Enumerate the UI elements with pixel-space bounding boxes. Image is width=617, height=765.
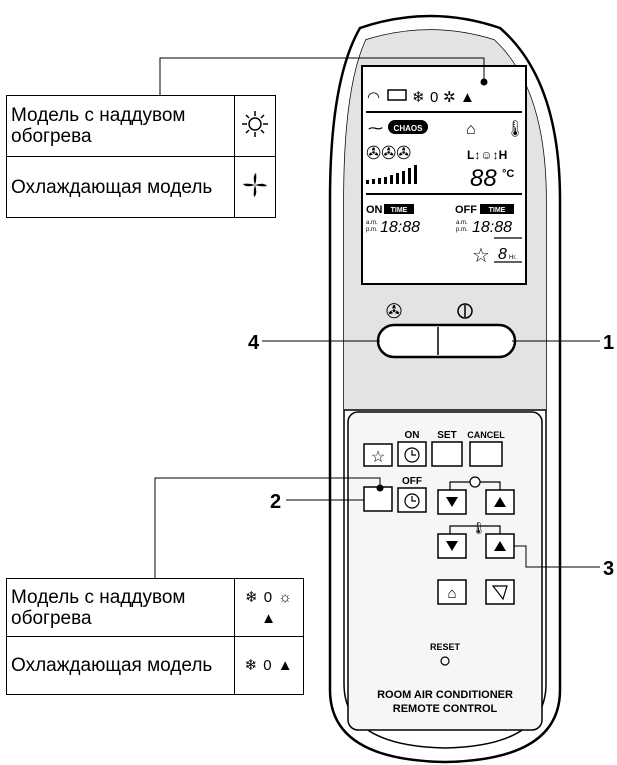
clock-icon <box>404 447 420 463</box>
sleep-button[interactable] <box>363 443 393 467</box>
up-arrow-icon <box>494 497 506 507</box>
reset-button[interactable] <box>440 656 450 666</box>
table-row: Модель с наддувом обогрева ❄ 0 ☼ ▲ <box>6 578 304 637</box>
fan-bar <box>402 171 405 184</box>
leader-bottom-table <box>154 477 381 578</box>
swing-button[interactable] <box>485 579 515 605</box>
swing-icon <box>491 585 508 601</box>
footer-line-2: REMOTE CONTROL <box>393 703 498 715</box>
chaos-badge <box>388 120 428 134</box>
mode-button[interactable] <box>363 486 393 512</box>
fan-blades-icon <box>234 156 276 218</box>
mode-icons-cool: ❄ 0 ▲ <box>234 636 304 695</box>
set-button[interactable] <box>431 441 463 467</box>
swing-icon: ⁓ <box>368 120 383 137</box>
power-icon <box>457 303 473 319</box>
mode-icons-heat: ❄ 0 ☼ ▲ <box>234 578 304 637</box>
callout-3: 3 <box>603 558 614 580</box>
lcd-screen <box>361 65 527 285</box>
table-row: Охлаждающая модель <box>6 156 276 218</box>
off-am: a.m. <box>456 220 468 226</box>
clock-hands <box>411 496 416 502</box>
off-time-tag-label: TIME <box>489 207 506 214</box>
fan-icon: ✇ <box>386 301 403 323</box>
on-am: a.m. <box>366 220 378 226</box>
thermometer-icon: 🌡︎ <box>505 120 525 138</box>
chaos-label: CHAOS <box>394 124 424 133</box>
fan-bar <box>396 173 399 184</box>
fan-bar <box>408 168 411 184</box>
on-time-tag <box>384 204 414 214</box>
fan-bar <box>384 177 387 184</box>
drop-icon: 0 <box>430 89 438 106</box>
down-arrow-icon <box>446 541 458 551</box>
table-row: Модель с наддувом обогрева <box>6 95 276 157</box>
leader-3 <box>514 545 600 568</box>
sleep-hr-label: Hr. <box>509 255 517 261</box>
off-button-label: OFF <box>402 476 422 487</box>
heat-cool-symbol-table: Модель с наддувом обогрева Охлаждающая м… <box>6 95 276 218</box>
clock-hands <box>411 450 416 456</box>
footer-line-1: ROOM AIR CONDITIONER <box>377 689 513 701</box>
snowflake-icon: ❄ <box>412 89 425 106</box>
fan-bar <box>366 180 369 184</box>
callout-2: 2 <box>270 491 281 513</box>
cancel-button[interactable] <box>469 441 503 467</box>
model-label: Модель с наддувом обогрева <box>6 95 235 157</box>
mode-symbol-table: Модель с наддувом обогрева ❄ 0 ☼ ▲ Охлаж… <box>6 578 304 695</box>
temp-bracket <box>449 525 501 534</box>
cancel-button-label: CANCEL <box>467 430 505 440</box>
sleep-star-icon: ☆ <box>371 449 385 466</box>
fan-bar <box>372 179 375 184</box>
timer-clock-icon <box>469 476 481 488</box>
signal-icon: ◠ <box>367 89 380 106</box>
home-icon: ⌂ <box>466 121 476 138</box>
temp-digits: 88 <box>470 165 497 192</box>
fan-power-rocker[interactable] <box>376 323 517 359</box>
model-label: Охлаждающая модель <box>6 156 235 218</box>
off-pm: p.m. <box>456 227 468 233</box>
dry-icon: ▲ <box>460 89 475 106</box>
timer-up-button[interactable] <box>485 489 515 515</box>
fan-bar <box>378 178 381 184</box>
callout-1: 1 <box>603 332 614 354</box>
callout-4: 4 <box>248 332 260 354</box>
leader-top-table <box>159 57 485 95</box>
temp-unit: °C <box>502 168 514 180</box>
reset-label: RESET <box>430 642 461 652</box>
home-leave-button[interactable] <box>437 579 467 605</box>
mode-icons: ❄ 0 ▲ <box>244 657 294 674</box>
clock-icon <box>404 493 420 509</box>
fan-level-label: L↕☺↕H <box>467 148 507 162</box>
mode-icons: ❄ 0 ☼ ▲ <box>245 588 293 627</box>
model-label: Модель с наддувом обогрева <box>6 578 235 637</box>
leader-dot <box>480 78 488 86</box>
sun-icon: ✲ <box>443 89 456 106</box>
on-time-digits: 18:88 <box>380 219 420 236</box>
set-button-label: SET <box>437 430 456 441</box>
fan-bar <box>414 165 417 184</box>
on-timer-label: ON <box>366 204 383 216</box>
off-time-tag <box>480 204 514 214</box>
on-button-label: ON <box>405 430 420 441</box>
sun-icon <box>234 95 276 157</box>
fan-bar <box>390 175 393 184</box>
sleep-star-icon: ☆ <box>472 245 490 267</box>
home-icon: ⌂ <box>447 585 456 602</box>
sleep-hours: 8 <box>498 246 507 263</box>
on-pm: p.m. <box>366 227 378 233</box>
model-label: Охлаждающая модель <box>6 636 235 695</box>
up-arrow-icon <box>494 541 506 551</box>
thermometer-icon: 🌡︎ <box>471 521 486 535</box>
off-time-digits: 18:88 <box>472 219 512 236</box>
on-time-tag-label: TIME <box>391 207 408 214</box>
fan-mode-icons: ✇✇✇ <box>366 143 411 163</box>
down-arrow-icon <box>446 497 458 507</box>
table-row: Охлаждающая модель ❄ 0 ▲ <box>6 636 304 695</box>
off-timer-label: OFF <box>455 204 477 216</box>
leader-dot <box>376 484 384 492</box>
battery-icon <box>387 89 407 101</box>
